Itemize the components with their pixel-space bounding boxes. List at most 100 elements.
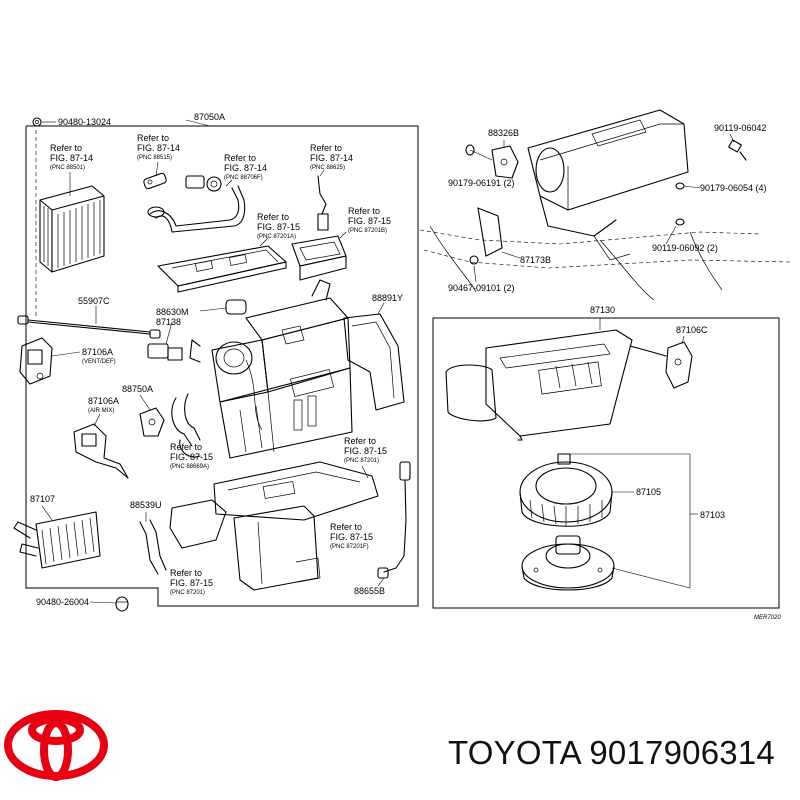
refer-block-87201-lower: Refer to FIG. 87-15 (PNC 87201)	[170, 568, 213, 596]
svg-text:Refer to: Refer to	[310, 143, 342, 153]
expansion-valve-pipe-icon	[147, 175, 246, 233]
blower-case-icon	[445, 318, 633, 441]
svg-text:(PNC 88706F): (PNC 88706F)	[224, 175, 263, 181]
label-90480-26004: 90480-26004	[36, 597, 89, 607]
drawing-code: MER7020	[754, 615, 781, 621]
sensor-wire-icon	[317, 169, 329, 231]
svg-text:(PNC 87201): (PNC 87201)	[170, 590, 205, 596]
label-87173b: 87173B	[520, 255, 551, 265]
refer-block-88625: Refer to FIG. 87-14 (PNC 88625)	[310, 143, 353, 171]
refer-block-88515: Refer to FIG. 87-14 (PNC 88515)	[137, 133, 180, 161]
heater-case-icon	[189, 279, 353, 459]
label-55907c: 55907C	[78, 296, 110, 306]
label-88539u: 88539U	[130, 500, 162, 510]
svg-text:Refer to: Refer to	[330, 522, 362, 532]
evaporator-part-icon	[39, 172, 105, 273]
label-90480-13024: 90480-13024	[58, 117, 111, 127]
case-cover-icon	[157, 237, 287, 293]
grommet-icon	[89, 596, 129, 612]
bracket-87173b-icon	[469, 207, 521, 283]
refer-block-88501: Refer to FIG. 87-14 (PNC 88501)	[50, 143, 93, 171]
label-90119-06042: 90119-06042	[714, 123, 766, 133]
main-assembly-frame	[25, 119, 419, 607]
refer-block-87201-upper: Refer to FIG. 87-15 (PNC 87201)	[344, 436, 387, 464]
svg-text:FIG. 87-14: FIG. 87-14	[310, 153, 353, 163]
svg-text:FIG. 87-15: FIG. 87-15	[344, 446, 387, 456]
refer-block-88669a: Refer to FIG. 87-15 (PNC 88669A)	[170, 442, 213, 470]
hose-icon	[139, 512, 167, 575]
svg-text:(PNC 87201A): (PNC 87201A)	[257, 234, 296, 240]
blower-assembly-frame	[432, 317, 780, 609]
servo-motor-airmix-icon	[73, 413, 129, 479]
blower-fan-icon	[519, 453, 634, 527]
sensor-part-icon	[147, 299, 247, 361]
svg-text:(PNC 88625): (PNC 88625)	[310, 165, 345, 171]
fitting-part-icon	[143, 161, 167, 190]
screw-90119-icon	[665, 133, 747, 245]
svg-text:FIG. 87-14: FIG. 87-14	[137, 143, 180, 153]
svg-text:FIG. 87-14: FIG. 87-14	[224, 163, 267, 173]
control-rod-icon	[17, 130, 161, 339]
label-87138: 87138	[156, 317, 181, 327]
label-87106a-vent-sub: (VENT/DEF)	[82, 359, 116, 365]
bracket-88326b-icon	[465, 140, 519, 179]
svg-text:(PNC 88515): (PNC 88515)	[137, 155, 172, 161]
label-90179-06191: 90179-06191 (2)	[448, 178, 515, 188]
brand-part-number: TOYOTA 9017906314	[448, 734, 775, 771]
blower-assembly-number: 87130	[590, 305, 615, 315]
label-87106c: 87106C	[676, 325, 708, 335]
svg-text:Refer to: Refer to	[170, 568, 202, 578]
leader-87103	[566, 453, 698, 589]
toyota-logo	[4, 710, 108, 781]
label-90119-06092: 90119-06092 (2)	[652, 243, 718, 253]
svg-text:FIG. 87-15: FIG. 87-15	[170, 578, 213, 588]
svg-text:Refer to: Refer to	[348, 206, 380, 216]
lower-duct-icon	[169, 461, 379, 591]
svg-text:FIG. 87-15: FIG. 87-15	[257, 222, 300, 232]
duct-hose-icon	[171, 393, 201, 458]
refer-block-87201a: Refer to FIG. 87-15 (PNC 87201A)	[257, 212, 300, 240]
svg-text:Refer to: Refer to	[50, 143, 82, 153]
heater-core-icon	[13, 505, 101, 569]
svg-text:FIG. 87-15: FIG. 87-15	[348, 216, 391, 226]
label-88655b: 88655B	[354, 586, 385, 596]
svg-text:(PNC 88669A): (PNC 88669A)	[170, 464, 209, 470]
svg-text:FIG. 87-15: FIG. 87-15	[330, 532, 373, 542]
label-87103: 87103	[700, 510, 725, 520]
svg-text:(PNC 87201F): (PNC 87201F)	[330, 544, 369, 550]
label-87105: 87105	[636, 487, 661, 497]
thermistor-wire-icon	[377, 461, 411, 587]
air-mix-part-icon	[139, 394, 165, 437]
duct-piece-icon	[291, 231, 347, 281]
label-88326b: 88326B	[488, 128, 519, 138]
label-87107: 87107	[30, 494, 55, 504]
label-88750a: 88750A	[122, 384, 153, 394]
servo-motor-vent-icon	[19, 337, 81, 385]
svg-text:(PNC 87201B): (PNC 87201B)	[348, 228, 387, 234]
label-88630m: 88630M	[156, 307, 189, 317]
svg-text:FIG. 87-14: FIG. 87-14	[50, 153, 93, 163]
label-90467-09101: 90467-09101 (2)	[448, 283, 515, 293]
svg-text:Refer to: Refer to	[344, 436, 376, 446]
label-90179-06054: 90179-06054 (4)	[700, 183, 767, 193]
servo-87106c-icon	[629, 335, 693, 389]
svg-text:Refer to: Refer to	[224, 153, 256, 163]
refer-block-87201b: Refer to FIG. 87-15 (PNC 87201B)	[348, 206, 391, 234]
svg-text:(PNC 88501): (PNC 88501)	[50, 165, 85, 171]
label-88891y: 88891Y	[372, 293, 403, 303]
refer-block-88706f: Refer to FIG. 87-14 (PNC 88706F)	[224, 153, 267, 181]
label-87106a-air-sub: (AIR MIX)	[88, 408, 114, 414]
clip-part-icon	[32, 117, 56, 127]
svg-text:(PNC 87201): (PNC 87201)	[344, 458, 379, 464]
label-87106a-vent: 87106A	[82, 347, 113, 357]
blower-motor-icon	[521, 535, 615, 591]
side-duct-icon	[343, 302, 405, 411]
svg-text:Refer to: Refer to	[170, 442, 202, 452]
svg-text:Refer to: Refer to	[257, 212, 289, 222]
main-assembly-number: 87050A	[194, 112, 225, 122]
svg-text:Refer to: Refer to	[137, 133, 169, 143]
svg-text:FIG. 87-15: FIG. 87-15	[170, 452, 213, 462]
refer-block-87201f: Refer to FIG. 87-15 (PNC 87201F)	[330, 522, 373, 550]
label-87106a-air: 87106A	[88, 396, 119, 406]
